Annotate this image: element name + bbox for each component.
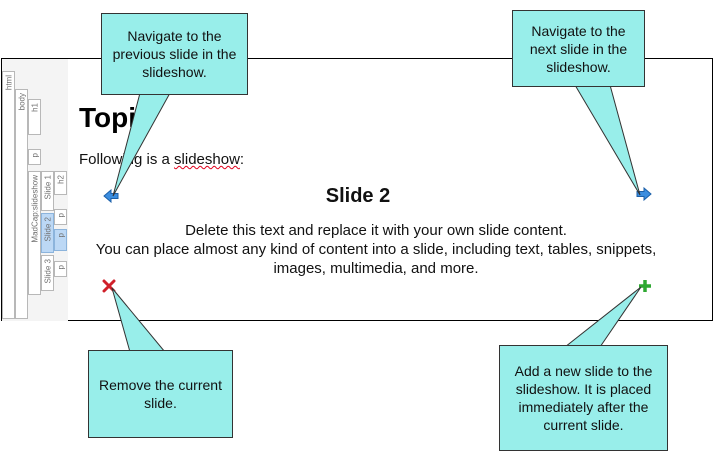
callout-add-text: Add a new slide to the slideshow. It is … (514, 363, 653, 433)
tag-slide-3[interactable]: Slide 3 (41, 255, 54, 291)
callout-previous-slide: Navigate to the previous slide in the sl… (101, 13, 248, 95)
slide-line-1: Delete this text and replace it with you… (185, 222, 567, 239)
tag-madcap-slideshow[interactable]: MadCap:slideshow (28, 171, 41, 295)
slide-line-3: images, multimedia, and more. (273, 260, 479, 277)
slide-title[interactable]: Slide 2 (325, 185, 391, 207)
topic-heading[interactable]: Topi (79, 102, 137, 133)
slide-line-2: You can place almost any kind of content… (95, 241, 657, 258)
slide-body[interactable]: Delete this text and replace it with you… (70, 221, 682, 278)
arrow-right-icon[interactable] (636, 187, 652, 201)
tag-h1[interactable]: h1 (28, 99, 41, 135)
tag-h2[interactable]: h2 (54, 171, 67, 195)
callout-add-slide: Add a new slide to the slideshow. It is … (499, 345, 668, 451)
intro-paragraph[interactable]: Following is a slideshow: (79, 151, 244, 168)
callout-next-text: Navigate to the next slide in the slides… (529, 22, 628, 75)
tag-p-slide2-a[interactable]: p (54, 209, 67, 225)
tag-slide-2[interactable]: Slide 2 (41, 213, 54, 253)
callout-remove-slide: Remove the current slide. (88, 350, 233, 438)
green-plus-icon[interactable] (638, 279, 652, 293)
red-x-icon[interactable] (102, 279, 116, 293)
xml-editor[interactable]: html body h1 p MadCap:slideshow Slide 1 … (1, 58, 713, 321)
intro-text: Following is a (79, 151, 175, 168)
structure-bar: html body h1 p MadCap:slideshow Slide 1 … (2, 59, 68, 321)
tag-slide-1[interactable]: Slide 1 (41, 171, 54, 211)
callout-previous-text: Navigate to the previous slide in the sl… (112, 28, 237, 80)
tag-p-slide2-b[interactable]: p (54, 229, 67, 251)
tag-body[interactable]: body (15, 89, 28, 319)
arrow-left-icon[interactable] (103, 189, 119, 203)
tag-p[interactable]: p (28, 149, 41, 165)
spellcheck-word: slideshow (174, 151, 240, 168)
tag-p-slide3[interactable]: p (54, 261, 67, 277)
intro-colon: : (239, 151, 245, 168)
callout-remove-text: Remove the current slide. (99, 377, 222, 411)
tag-html[interactable]: html (2, 71, 15, 319)
callout-next-slide: Navigate to the next slide in the slides… (512, 10, 645, 87)
